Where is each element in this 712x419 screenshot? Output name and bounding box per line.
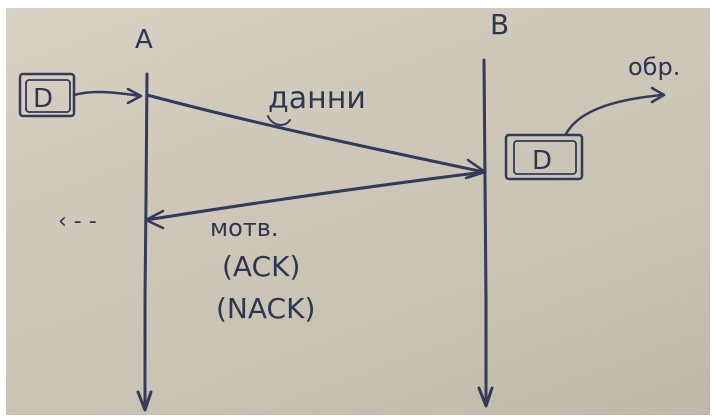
- data-message-label: данни: [268, 81, 366, 116]
- send-arrow: [72, 87, 143, 105]
- processing-annotation: обр.: [628, 53, 680, 81]
- node-b-label: B: [490, 8, 509, 41]
- lifeline-b: [477, 58, 494, 408]
- data-label-underline: [267, 115, 291, 126]
- receiver-packet-box: D: [504, 133, 584, 181]
- sender-packet-box: D: [18, 72, 76, 118]
- reply-option-ack: (ACK): [222, 250, 300, 283]
- reply-message-arrow: [144, 170, 486, 230]
- sender-packet-label: D: [33, 84, 53, 114]
- lifeline-a: [136, 72, 153, 412]
- lifeline-b-arrowhead: [477, 386, 494, 408]
- paper-background: [6, 8, 710, 415]
- reply-message-label: мотв.: [210, 214, 279, 242]
- reply-option-nack: (NACK): [216, 292, 315, 325]
- processing-arrow: [564, 86, 666, 136]
- return-mark: ‹ - -: [58, 209, 97, 234]
- receiver-packet-label: D: [532, 146, 552, 176]
- lifeline-a-arrowhead: [136, 390, 153, 412]
- node-a-label: A: [135, 25, 153, 55]
